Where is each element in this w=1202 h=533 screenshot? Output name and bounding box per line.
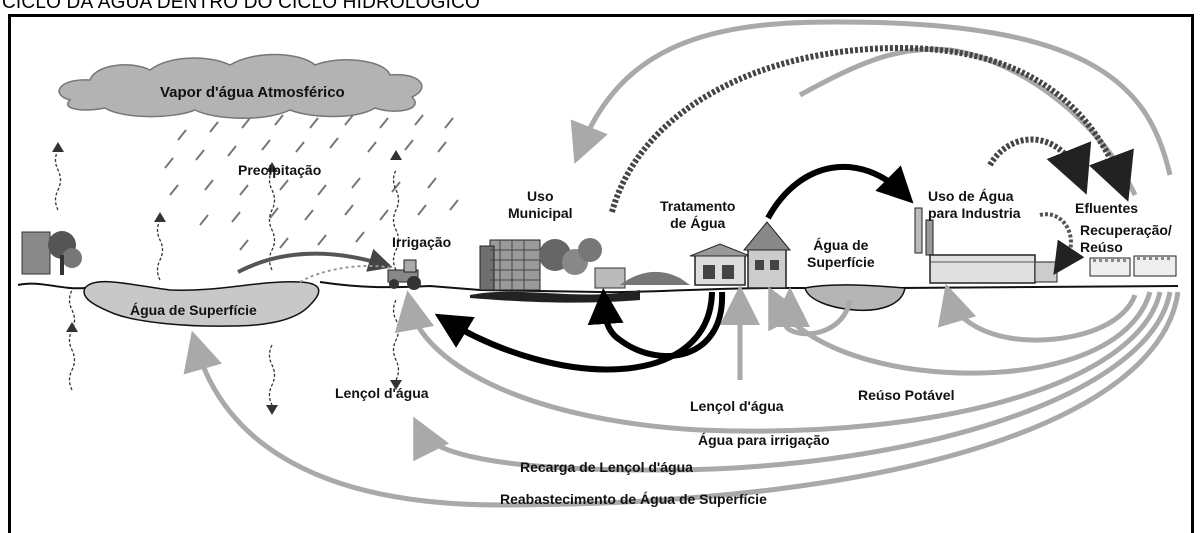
label-agua-superficie-pond-line1: Água de <box>813 237 869 253</box>
page-title: CICLO DA ÁGUA DENTRO DO CICLO HIDROLÓGIC… <box>2 0 480 13</box>
label-uso-industria-line1: Uso de Água <box>928 188 1014 204</box>
label-uso-industria: Uso de Água para Industria <box>928 188 1021 222</box>
label-efluentes: Efluentes <box>1075 200 1139 216</box>
label-vapor: Vapor d'água Atmosférico <box>160 84 345 101</box>
evaporation-arrowheads <box>52 142 402 415</box>
label-uso-municipal-line1: Uso <box>527 188 554 204</box>
trees-left <box>21 231 82 275</box>
municipal-to-effluent-arc <box>609 44 1134 213</box>
label-tratamento: Tratamento de Água <box>660 198 735 232</box>
label-uso-municipal-line2: Municipal <box>508 205 573 221</box>
label-precipitacao: Precipitação <box>238 162 322 178</box>
label-tratamento-line2: de Água <box>670 215 726 231</box>
label-agua-superficie-pond: Água de Superfície <box>807 237 875 271</box>
label-uso-industria-line2: para Industria <box>928 205 1021 221</box>
reuse-units <box>1089 255 1177 277</box>
diagram-frame <box>8 14 1194 533</box>
water-treatment-plant <box>689 221 792 289</box>
label-uso-municipal: Uso Municipal <box>508 188 573 222</box>
irrigation-arrow <box>237 248 393 274</box>
label-reuso-potavel: Reúso Potável <box>858 387 955 403</box>
label-lencol-left: Lençol d'água <box>335 385 429 401</box>
light-grey-arrows <box>183 19 1181 508</box>
label-reabastecimento: Reabastecimento de Água de Superfície <box>500 491 767 507</box>
industry-building <box>914 207 1058 284</box>
label-recuperacao-line2: Reúso <box>1080 239 1123 255</box>
label-recuperacao-line1: Recuperação/ <box>1080 222 1172 238</box>
tractor <box>387 259 421 290</box>
evaporation-arrows <box>54 149 400 406</box>
label-recuperacao: Recuperação/ Reúso <box>1080 222 1172 256</box>
municipal-building <box>470 238 690 303</box>
label-irrigacao: Irrigação <box>392 234 452 250</box>
rain-dashes <box>164 114 459 251</box>
label-recarga: Recarga de Lençol d'água <box>520 459 693 475</box>
label-tratamento-line1: Tratamento <box>660 198 736 214</box>
label-lencol-center: Lençol d'água <box>690 398 784 414</box>
surface-water-lake <box>83 280 320 327</box>
lake-to-irrigation <box>299 265 393 283</box>
label-agua-superficie-pond-line2: Superfície <box>807 254 875 270</box>
industry-to-effluent-arc <box>987 136 1092 195</box>
cloud <box>58 53 423 119</box>
label-agua-superficie-lake: Água de Superfície <box>130 302 257 318</box>
industry-outflow <box>1039 212 1085 275</box>
surface-water-pond <box>804 284 906 312</box>
black-arrows <box>434 163 914 373</box>
label-agua-irrigacao: Água para irrigação <box>698 432 830 448</box>
